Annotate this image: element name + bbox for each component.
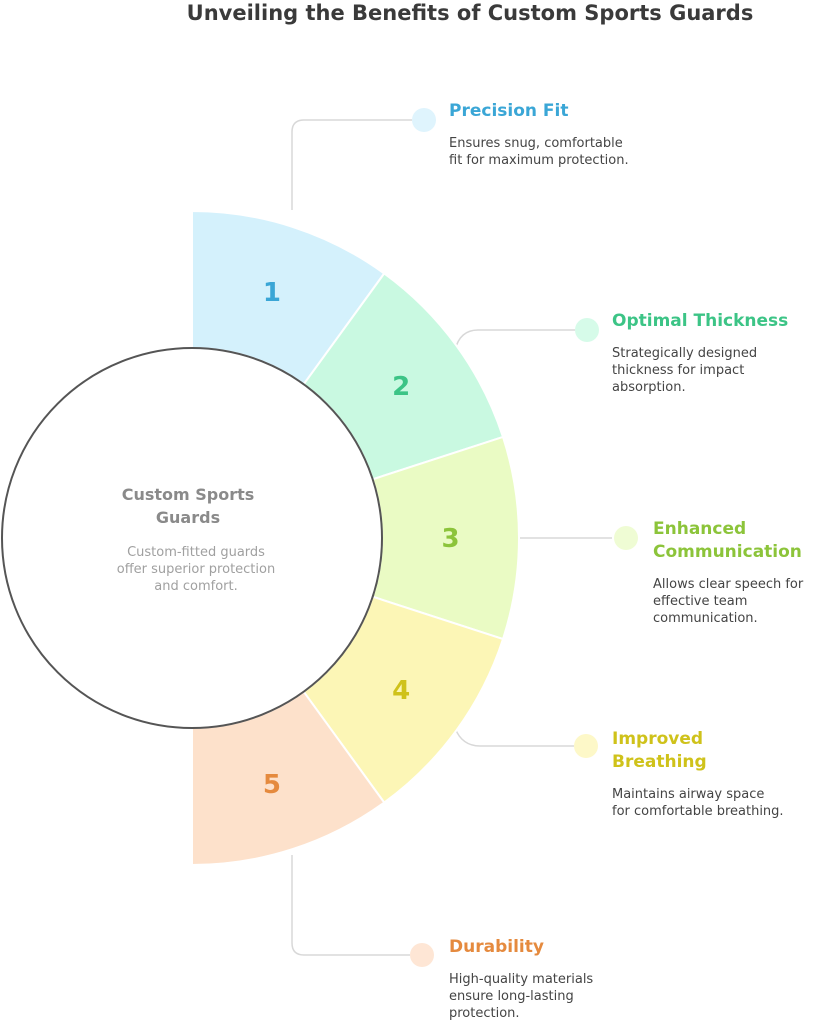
benefit-title-3: Communication [653,542,802,562]
center-description: offer superior protection [117,562,275,577]
benefit-desc-4: for comfortable breathing. [612,804,784,819]
benefit-desc-1: Ensures snug, comfortable [449,136,623,151]
benefit-desc-2: thickness for impact [612,363,744,378]
center-description: Custom-fitted guards [127,545,265,560]
center-circle-shape [1,347,383,729]
ring-segments: 1 2 3 4 5 [191,209,520,867]
benefit-title-1: Precision Fit [449,101,569,121]
connector-line-2 [454,329,575,351]
center-title: Guards [156,508,220,527]
diagram-title: Unveiling the Benefits of Custom Sports … [187,1,754,25]
benefit-title-4: Improved [612,729,703,749]
benefit-title-4: Breathing [612,752,707,772]
connector-dot-4 [574,734,598,758]
segment-number-1: 1 [263,278,281,308]
benefit-desc-1: fit for maximum protection. [449,153,629,168]
benefit-desc-5: ensure long-lasting [449,989,574,1004]
connector-dot-5 [410,943,434,967]
benefit-title-3: Enhanced [653,519,746,539]
segment-number-2: 2 [392,372,410,402]
segment-number-3: 3 [441,524,459,554]
connector-dot-2 [575,318,599,342]
benefit-desc-3: Allows clear speech for [653,577,804,592]
connectors [291,108,638,967]
benefit-desc-3: effective team [653,594,747,609]
benefit-title-5: Durability [449,937,544,957]
connector-dot-1 [412,108,436,132]
benefit-desc-2: absorption. [612,380,686,395]
benefit-desc-5: High-quality materials [449,972,593,987]
segment-number-4: 4 [392,676,410,706]
center-title: Custom Sports [122,485,255,504]
connector-dot-3 [614,526,638,550]
connector-line-1 [291,119,412,210]
connector-line-5 [291,855,410,956]
segment-number-5: 5 [263,770,281,800]
center-description: and comfort. [154,579,237,594]
connector-line-4 [454,727,574,747]
benefit-desc-4: Maintains airway space [612,787,764,802]
benefit-desc-3: communication. [653,611,758,626]
benefit-title-2: Optimal Thickness [612,311,788,331]
benefit-desc-2: Strategically designed [612,346,757,361]
benefit-desc-5: protection. [449,1006,520,1021]
